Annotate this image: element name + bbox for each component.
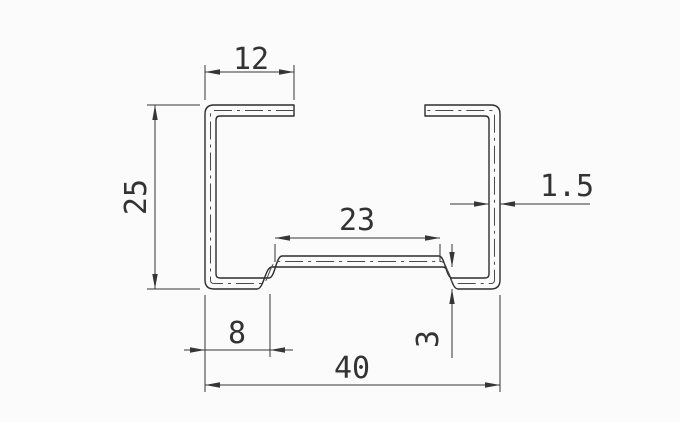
arrow-25-bottom	[152, 274, 158, 289]
arrow-25-top	[152, 105, 158, 120]
arrow-40-left	[205, 382, 220, 388]
arrow-12-left	[205, 69, 220, 75]
arrow-1p5-left	[474, 201, 489, 207]
dim-label-overall-height: 25	[119, 179, 154, 215]
arrow-40-right	[485, 382, 500, 388]
arrow-8-right	[270, 347, 285, 353]
dim-label-inner-base-width: 23	[339, 203, 375, 238]
dimension-labels: 12 25 1.5 23 3 8 40	[119, 42, 594, 386]
arrow-8-left	[190, 347, 205, 353]
profile-centerline	[210, 110, 495, 284]
dim-label-material-thickness: 1.5	[540, 169, 594, 204]
centerline-group	[210, 110, 495, 284]
dim-label-overall-width: 40	[334, 351, 370, 386]
arrow-23-right	[425, 235, 440, 241]
profile-group	[204, 104, 501, 290]
arrow-23-left	[275, 235, 290, 241]
arrow-12-right	[279, 69, 294, 75]
arrow-1p5-right	[500, 201, 515, 207]
arrow-3-upper	[449, 252, 455, 267]
dimension-arrows	[152, 69, 515, 388]
dim-label-bottom-left-flat: 8	[228, 316, 246, 351]
arrow-3-lower	[449, 289, 455, 304]
dim-label-top-flange-width: 12	[233, 42, 269, 77]
profile-outline	[204, 104, 501, 290]
dim-label-step-depth: 3	[411, 330, 446, 348]
